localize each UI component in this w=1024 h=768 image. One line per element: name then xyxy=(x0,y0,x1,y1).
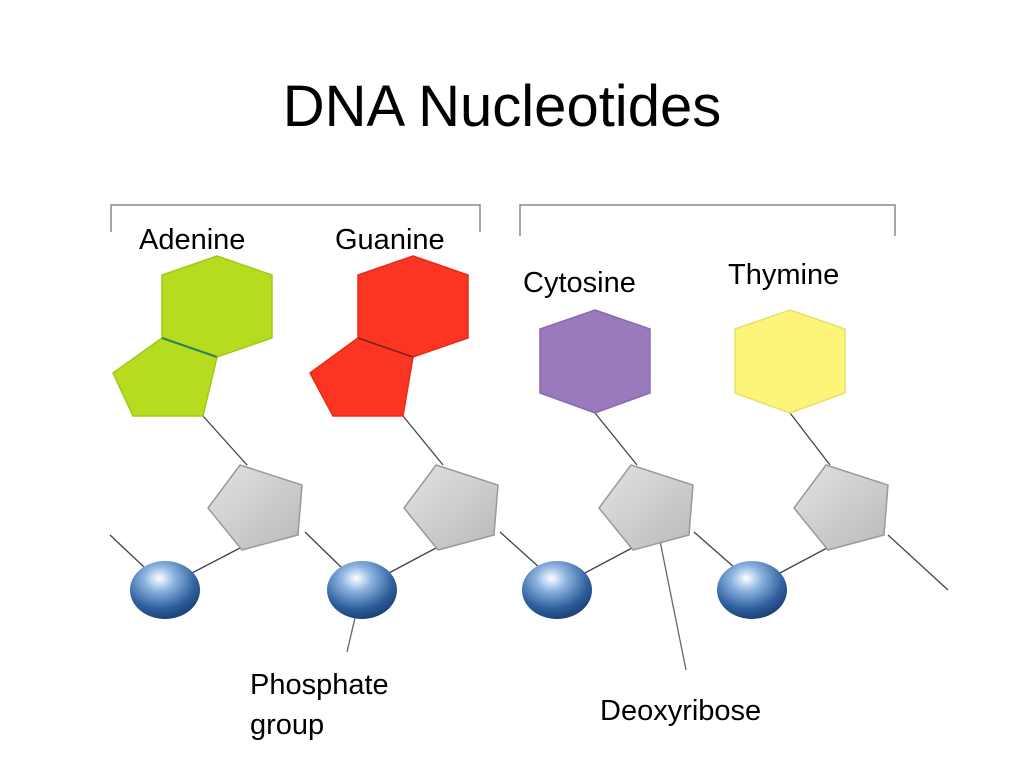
backbone-line-sugar2-phosphate3 xyxy=(499,531,541,569)
connector-adenine-sugar xyxy=(202,415,248,466)
slide-title: DNA Nucleotides xyxy=(282,74,722,139)
adenine-molecule xyxy=(112,255,273,417)
backbone-line-phosphate4-sugar4 xyxy=(777,547,828,575)
label-thymine: Thymine xyxy=(728,259,840,291)
guanine-molecule xyxy=(309,255,469,417)
sugar-2 xyxy=(403,464,499,551)
label-guanine: Guanine xyxy=(335,224,445,256)
connector-cytosine-sugar xyxy=(594,412,638,466)
sugar-3 xyxy=(598,464,694,551)
backbone-line-sugar3-phosphate4 xyxy=(693,531,736,569)
cytosine-hexagon xyxy=(539,309,651,414)
thymine-hexagon xyxy=(734,309,846,414)
sugar-1 xyxy=(207,464,303,551)
label-adenine: Adenine xyxy=(139,224,246,256)
phosphate-2 xyxy=(327,561,397,619)
pyrimidine-bracket xyxy=(519,204,896,236)
guanine-hexagon xyxy=(357,255,469,358)
connector-guanine-sugar xyxy=(402,415,444,466)
phosphate-1 xyxy=(130,561,200,619)
label-phosphate-line2: group xyxy=(250,709,325,741)
label-cytosine: Cytosine xyxy=(523,267,636,299)
backbone-line-phosphate3-sugar3 xyxy=(582,547,633,575)
backbone-line-phosphate1-sugar1 xyxy=(189,547,241,575)
leader-line-deoxyribose xyxy=(656,525,687,671)
adenine-shared-edge xyxy=(161,337,218,358)
guanine-shared-edge xyxy=(357,337,414,358)
phosphate-group xyxy=(130,561,787,619)
label-phosphate: Phosphate xyxy=(250,669,389,701)
connector-thymine-sugar xyxy=(789,412,831,466)
backbone-line-sugar1-phosphate2 xyxy=(304,531,343,569)
sugar-group xyxy=(207,464,889,551)
backbone-line-left-end xyxy=(109,534,145,568)
phosphate-3 xyxy=(522,561,592,619)
purine-bracket xyxy=(110,204,481,232)
label-deoxyribose: Deoxyribose xyxy=(600,695,762,727)
backbone-line-right-end xyxy=(887,534,949,591)
adenine-hexagon xyxy=(161,255,273,358)
sugar-4 xyxy=(793,464,889,551)
backbone-line-phosphate2-sugar2 xyxy=(386,547,437,575)
phosphate-4 xyxy=(717,561,787,619)
